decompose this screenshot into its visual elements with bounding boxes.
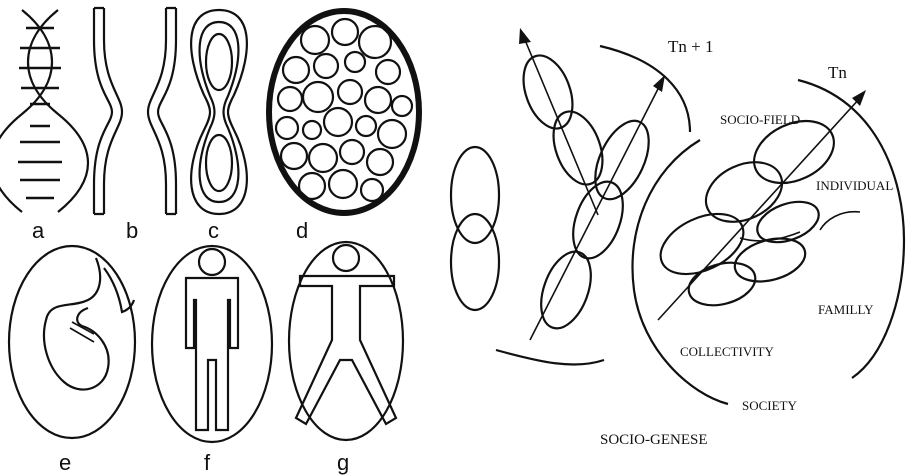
society-label: SOCIETY: [742, 398, 798, 413]
chain-tn1: [514, 28, 665, 340]
cell-division-figure: [191, 10, 247, 214]
sociogenese-diagram: Tn + 1 Tn SOCIO-FIELD INDIVIDUAL FAMILLY…: [451, 28, 904, 448]
label-e: e: [59, 450, 71, 475]
human-outstretched-figure: [289, 242, 403, 440]
socio-field-label: SOCIO-FIELD: [720, 112, 800, 127]
collectivity-label: COLLECTIVITY: [680, 344, 774, 359]
chromosome-x-figure: [94, 8, 176, 214]
label-g: g: [337, 450, 349, 475]
sociogenese-title: SOCIO-GENESE: [600, 432, 708, 448]
label-d: d: [296, 218, 308, 243]
individual-label: INDIVIDUAL: [816, 178, 893, 193]
cell-cluster-figure: [269, 11, 419, 213]
familly-label: FAMILLY: [818, 302, 874, 317]
tn-label: Tn: [828, 63, 847, 82]
embryo-figure: [9, 246, 135, 438]
label-f: f: [204, 450, 211, 475]
human-figure: [152, 246, 272, 442]
label-a: a: [32, 218, 45, 243]
label-b: b: [126, 218, 138, 243]
tn1-label: Tn + 1: [668, 37, 713, 56]
label-c: c: [208, 218, 219, 243]
dna-helix-figure: [0, 10, 88, 212]
